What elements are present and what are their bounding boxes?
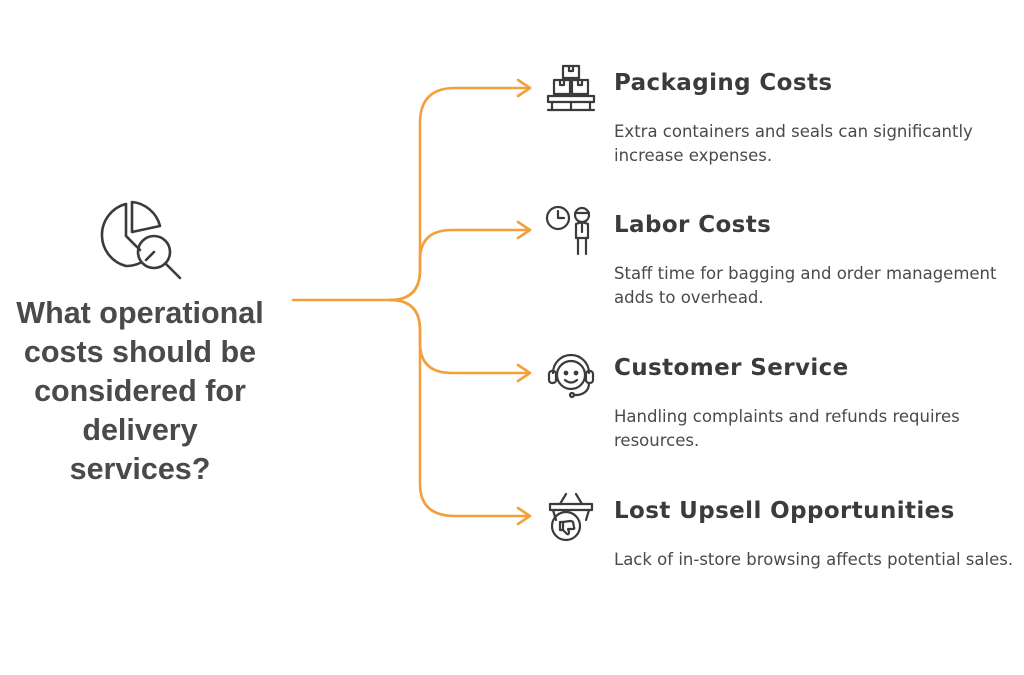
branch-packaging-costs: Packaging Costs Extra containers and sea…	[544, 62, 1014, 172]
branch-description: Extra containers and seals can significa…	[614, 122, 973, 165]
branch-description: Handling complaints and refunds requires…	[614, 407, 960, 450]
arrowhead-1	[516, 78, 532, 98]
stem-line	[291, 86, 530, 302]
branch-lost-upsell-opportunities: Lost Upsell Opportunities Lack of in-sto…	[544, 490, 1014, 600]
basket-thumbs-down-icon	[548, 492, 594, 542]
pie-chart-magnifier-icon	[100, 200, 182, 280]
arrowhead-2	[516, 220, 532, 240]
central-question: What operational costs should be conside…	[16, 296, 264, 486]
branch-title: Customer Service	[614, 355, 849, 381]
branch-line-3	[388, 298, 530, 375]
branch-description: Lack of in-store browsing affects potent…	[614, 550, 1014, 569]
arrowhead-4	[516, 506, 532, 526]
branch-line-4	[388, 298, 530, 518]
clock-worker-icon	[545, 205, 591, 256]
branch-title: Lost Upsell Opportunities	[614, 498, 955, 524]
headset-agent-icon	[547, 353, 595, 399]
stacked-boxes-icon	[546, 64, 596, 112]
branch-labor-costs: Labor Costs Staff time for bagging and o…	[544, 204, 1014, 314]
branch-title: Packaging Costs	[614, 70, 833, 96]
arrowhead-3	[516, 363, 532, 383]
branch-customer-service: Customer Service Handling complaints and…	[544, 347, 1014, 457]
branch-description: Staff time for bagging and order managem…	[614, 264, 997, 307]
branch-title: Labor Costs	[614, 212, 772, 238]
branch-line-2	[388, 228, 530, 302]
